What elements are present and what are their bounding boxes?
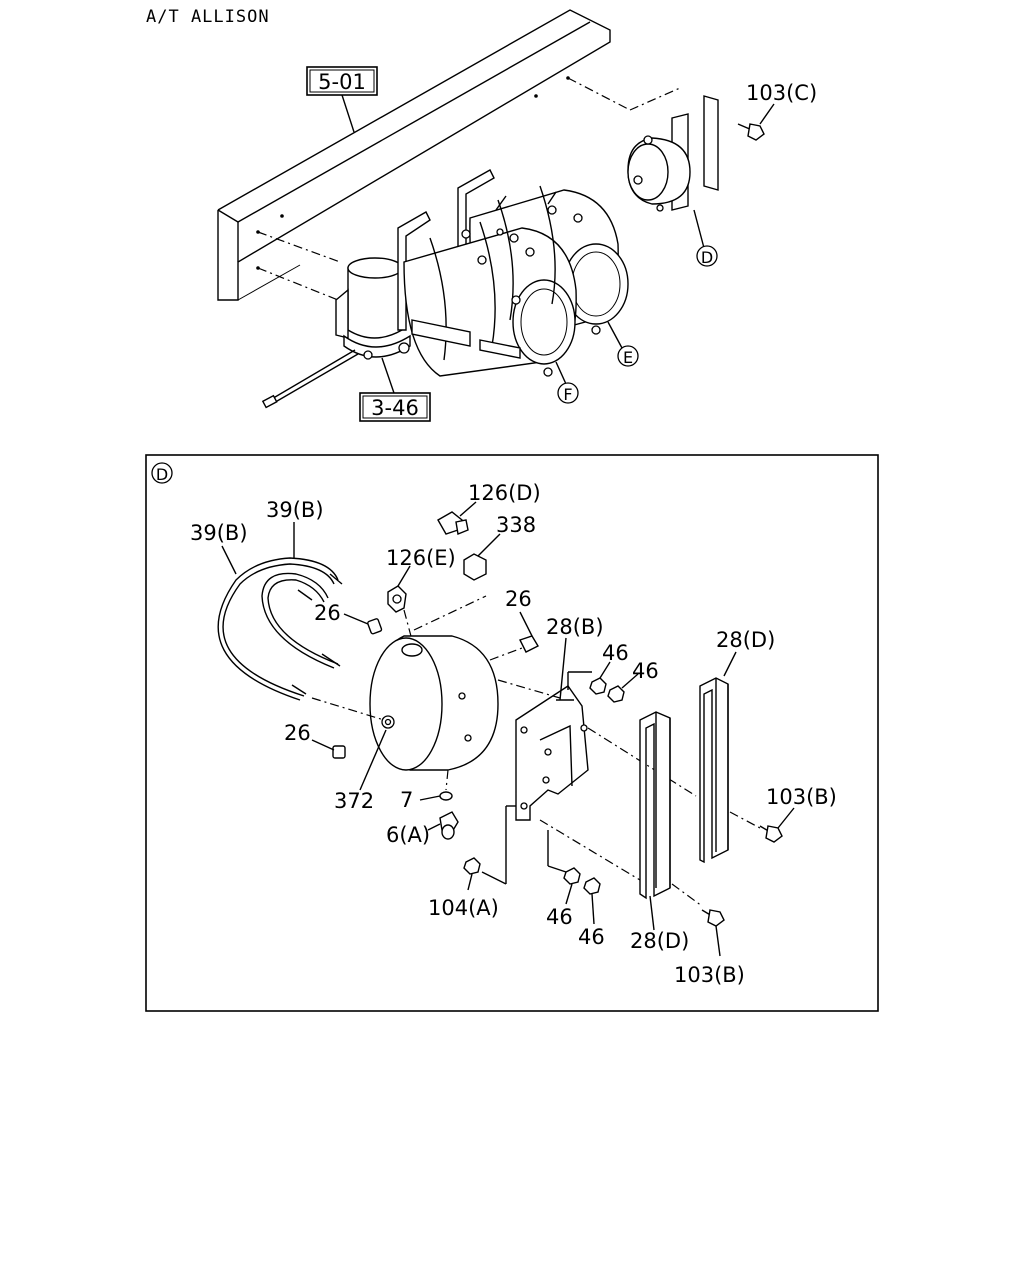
nut-46-c[interactable]: 46 <box>546 830 581 929</box>
svg-text:7: 7 <box>400 788 413 812</box>
frame-rail <box>217 9 681 301</box>
valve-6a[interactable]: 6(A) <box>386 811 459 847</box>
svg-text:D: D <box>701 248 713 267</box>
washer-7[interactable]: 7 <box>400 769 453 812</box>
svg-text:46: 46 <box>602 641 629 665</box>
bolt-103b-right[interactable]: 103(B) <box>759 785 837 843</box>
part-338[interactable]: 338 <box>463 513 536 581</box>
overview-assembly: 5-01 3-46 <box>217 9 817 422</box>
nut-46-a[interactable]: 46 <box>589 641 629 695</box>
svg-text:126(E): 126(E) <box>386 546 456 570</box>
svg-text:26: 26 <box>505 587 532 611</box>
plug-26-left[interactable]: 26 <box>284 721 346 759</box>
svg-text:28(B): 28(B) <box>546 615 604 639</box>
svg-text:103(C): 103(C) <box>746 81 817 105</box>
svg-text:E: E <box>623 348 633 367</box>
label-39b-left: 39(B) <box>190 521 248 575</box>
diagram-title: A/T ALLISON <box>146 7 270 27</box>
plug-26-top[interactable]: 26 <box>314 601 383 635</box>
svg-text:26: 26 <box>314 601 341 625</box>
bolt-103c[interactable]: 103(C) <box>737 81 817 141</box>
marker-d-detail[interactable] <box>151 462 173 484</box>
svg-text:338: 338 <box>496 513 536 537</box>
svg-text:39(B): 39(B) <box>190 521 248 545</box>
fitting-126d[interactable]: 126(D) <box>437 481 541 535</box>
svg-text:126(D): 126(D) <box>468 481 541 505</box>
marker-e[interactable]: E <box>607 321 639 367</box>
svg-text:28(D): 28(D) <box>716 628 775 652</box>
svg-text:D: D <box>156 465 168 484</box>
ref-box-5-01[interactable]: 5-01 <box>306 66 378 133</box>
svg-text:6(A): 6(A) <box>386 823 430 847</box>
svg-text:28(D): 28(D) <box>630 929 689 953</box>
svg-text:26: 26 <box>284 721 311 745</box>
detail-d-panel: D 39(B) 39(B) 126(D) <box>145 454 879 1012</box>
svg-text:5-01: 5-01 <box>318 70 366 94</box>
svg-text:103(B): 103(B) <box>674 963 745 987</box>
svg-text:39(B): 39(B) <box>266 498 324 522</box>
svg-text:103(B): 103(B) <box>766 785 837 809</box>
svg-text:3-46: 3-46 <box>371 396 419 420</box>
nut-46-d[interactable]: 46 <box>578 877 605 949</box>
svg-text:372: 372 <box>334 789 374 813</box>
svg-text:46: 46 <box>578 925 605 949</box>
channel-28d-upper: 28(D) <box>699 628 775 864</box>
svg-text:46: 46 <box>546 905 573 929</box>
air-dryer <box>261 257 411 409</box>
bracket-28b: 28(B) <box>497 615 697 821</box>
marker-f[interactable]: F <box>555 361 579 404</box>
label-39b-right: 39(B) <box>266 498 324 558</box>
plug-26-right[interactable]: 26 <box>489 587 539 661</box>
air-tank-372: 372 <box>311 635 499 813</box>
ref-box-3-46[interactable]: 3-46 <box>359 357 431 422</box>
svg-text:F: F <box>563 385 572 404</box>
bolt-103b-bottom[interactable]: 103(B) <box>674 909 745 987</box>
air-tank-assembly <box>397 169 629 377</box>
marker-d-overview[interactable]: D <box>693 209 718 267</box>
svg-text:104(A): 104(A) <box>428 896 499 920</box>
channel-28d-lower: 28(D) <box>539 711 703 953</box>
fitting-126e[interactable]: 126(E) <box>386 546 487 641</box>
nut-46-b[interactable]: 46 <box>607 659 659 703</box>
hose-39b-pair <box>217 557 343 701</box>
svg-text:46: 46 <box>632 659 659 683</box>
washer-104a[interactable]: 104(A) <box>428 805 516 920</box>
tank-d-overview <box>627 95 719 212</box>
